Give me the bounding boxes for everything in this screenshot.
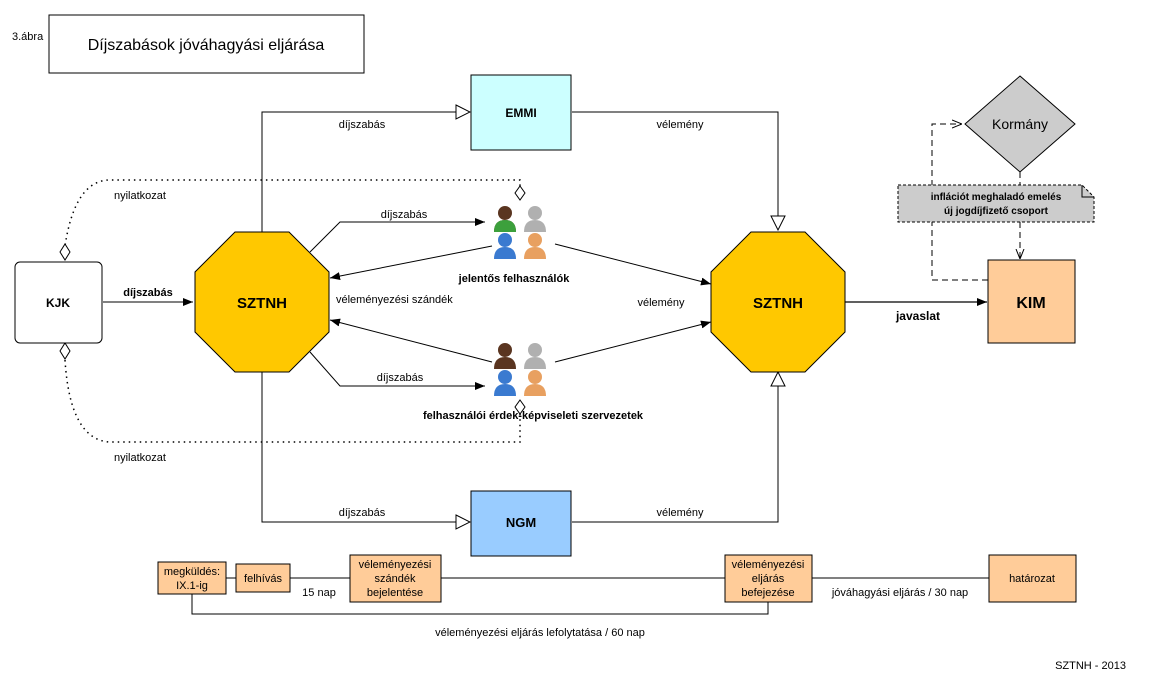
edge-label-to-orgs: díjszabás [377,372,424,384]
edge-label-ngm-velemeny: vélemény [656,507,704,519]
step-befejezese-line-2: eljárás [752,573,785,585]
diamond-kjk-bottom [60,343,70,359]
edge-orgs-back [330,320,492,362]
step-felhivas-label: felhívás [244,573,282,585]
node-kim-label: KIM [1016,295,1045,312]
edge-label-velemenyezesi-szandek: véleményezési szándék [336,294,453,306]
edge-label-to-major: díjszabás [381,209,428,221]
edge-nyilatkozat-bottom [65,360,520,442]
edge-sztnh-major-users [310,222,485,252]
edge-ngm-sztnh [572,372,778,522]
users-major-label: jelentős felhasználók [458,273,571,285]
person-icon [524,206,546,232]
page-title: Díjszabások jóváhagyási eljárása [88,37,325,54]
edge-label-nyilatkozat-bottom: nyilatkozat [114,452,166,464]
timeline-approval-30-nap: jóváhagyási eljárás / 30 nap [831,587,968,599]
person-icon [494,343,516,369]
edge-label-to-ngm: díjszabás [339,507,386,519]
person-icon [524,370,546,396]
diamond-users-top [515,186,525,200]
step-hatarozat-label: határozat [1009,573,1055,585]
edge-label-javaslat: javaslat [895,309,940,323]
edge-orgs-right [555,322,711,362]
node-sztnh-right-label: SZTNH [753,295,803,312]
figure-label: 3.ábra [12,31,44,43]
timeline-15-nap: 15 nap [302,587,336,599]
edge-major-users-right [555,244,711,284]
note-line-1: inflációt meghaladó emelés [931,192,1062,203]
users-group-icon-major [494,206,546,259]
step-befejezese-line-1: véleményezési [732,559,805,571]
timeline-bracket [192,594,768,614]
node-emmi-label: EMMI [505,106,536,120]
note-line-2: új jogdíjfizető csoport [944,206,1049,217]
edge-label-kjk-dijszabas: díjszabás [123,287,173,299]
users-orgs-label: felhasználói érdek-képviseleti szervezet… [423,410,644,422]
edge-label-velemeny-mid: vélemény [637,297,685,309]
node-sztnh-left-label: SZTNH [237,295,287,312]
node-ngm-label: NGM [506,515,536,530]
step-szandek-line-1: véleményezési [359,559,432,571]
person-icon [494,233,516,259]
step-befejezese-line-3: befejezése [741,587,794,599]
node-kormany-label: Kormány [992,116,1048,132]
edge-label-emmi-velemeny: vélemény [656,119,704,131]
step-megkuldes-line-2: IX.1-ig [176,580,208,592]
person-icon [524,343,546,369]
person-body-icon [494,220,516,232]
users-group-icon-orgs [494,343,546,396]
edge-sztnh-ngm [262,372,470,522]
person-icon [494,370,516,396]
diamond-kjk-top [60,244,70,260]
step-szandek-line-3: bejelentése [367,587,423,599]
footer-credit: SZTNH - 2013 [1055,660,1126,672]
step-megkuldes-line-1: megküldés: [164,566,220,578]
edge-label-nyilatkozat-top: nyilatkozat [114,190,166,202]
person-icon [524,233,546,259]
edge-label-to-emmi: díjszabás [339,119,386,131]
step-szandek-line-2: szándék [375,573,416,585]
node-kjk-label: KJK [46,296,70,310]
timeline-consult-60-nap: véleményezési eljárás lefolytatása / 60 … [435,627,645,639]
